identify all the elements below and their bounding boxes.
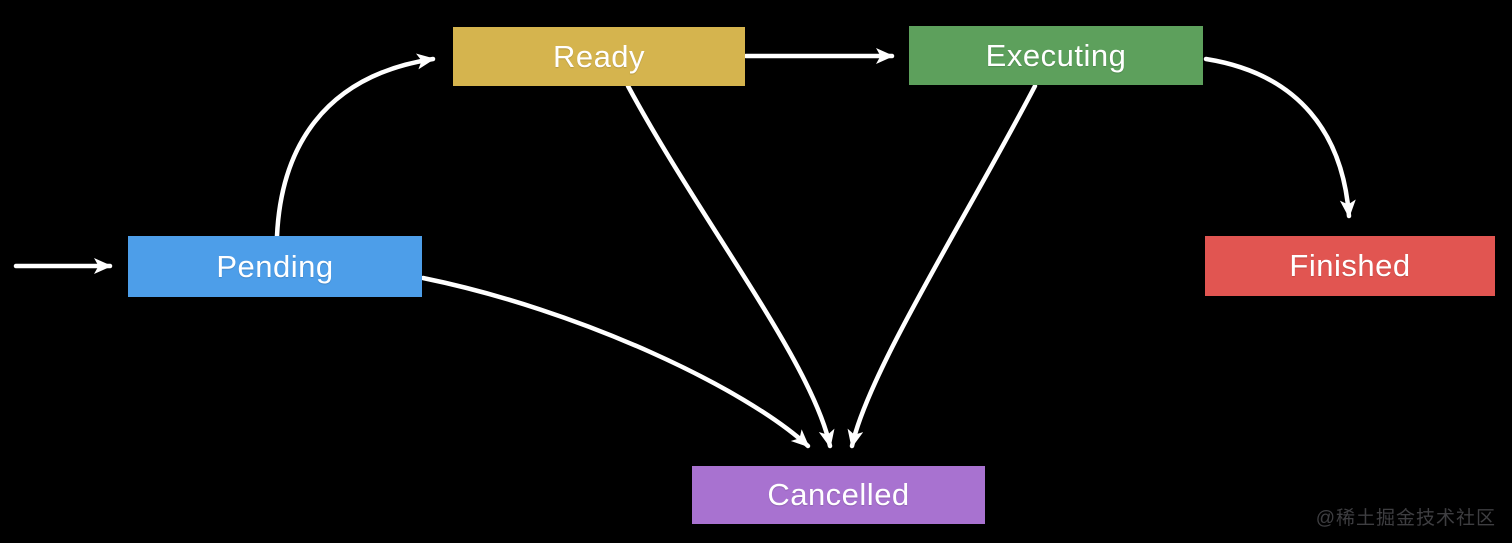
edge-executing-to-finished: [1203, 56, 1356, 219]
state-node-ready: Ready: [453, 27, 745, 86]
state-node-finished-label: Finished: [1289, 248, 1411, 283]
state-node-executing: Executing: [909, 26, 1203, 85]
edge-pending-to-ready: [274, 53, 436, 239]
state-node-cancelled-label: Cancelled: [767, 477, 910, 512]
edge-ready-to-cancelled: [625, 83, 835, 449]
edge-pending-to-cancelled: [420, 275, 811, 449]
state-node-pending-label: Pending: [216, 248, 334, 284]
state-node-ready-label: Ready: [552, 38, 646, 74]
state-node-executing-label: Executing: [985, 37, 1127, 73]
state-node-cancelled: Cancelled: [692, 466, 985, 524]
state-node-pending: Pending: [128, 236, 422, 297]
state-node-finished: Finished: [1205, 236, 1495, 296]
edge-executing-to-cancelled: [847, 83, 1038, 449]
watermark: @稀土掘金技术社区: [1315, 508, 1496, 529]
